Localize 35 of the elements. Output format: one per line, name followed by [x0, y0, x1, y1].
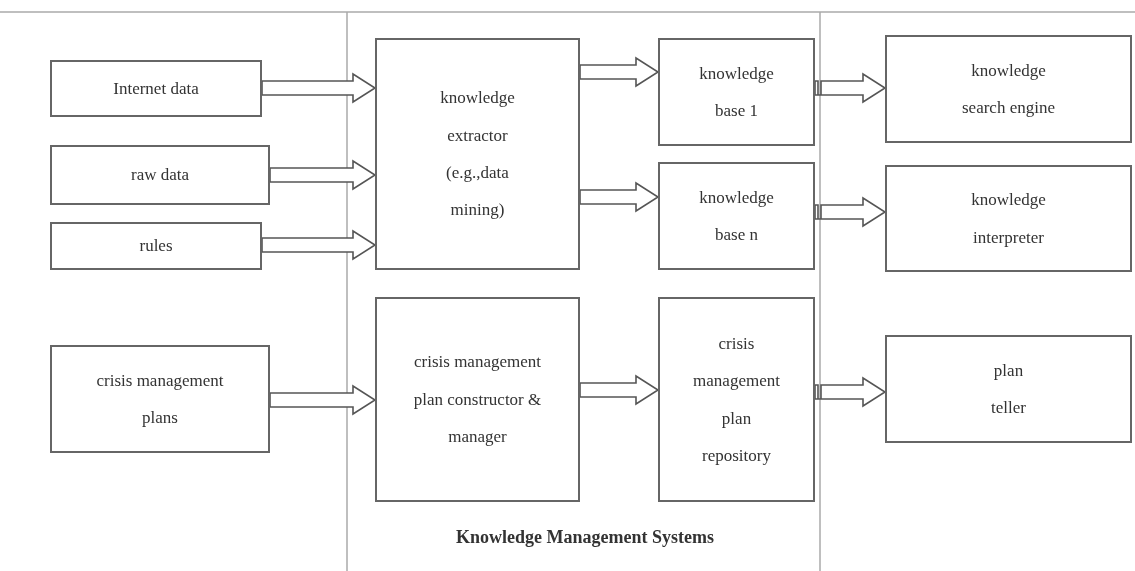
node-label: crisis management plans	[95, 369, 225, 429]
process-box	[50, 222, 262, 270]
block-arrow	[814, 196, 887, 228]
node-label: crisis management plan repository	[692, 332, 781, 467]
block-arrow	[261, 229, 377, 261]
process-box	[50, 145, 270, 205]
node-label: rules	[138, 235, 174, 258]
node-label: crisis management plan constructor & manager	[412, 351, 543, 449]
block-arrow	[579, 181, 660, 213]
process-box	[658, 38, 815, 146]
block-arrow	[261, 72, 377, 104]
process-box	[885, 335, 1132, 443]
node-label: knowledge base n	[698, 186, 775, 246]
block-arrow	[814, 72, 887, 104]
block-arrow	[579, 374, 660, 406]
node-label: knowledge base 1	[698, 62, 775, 122]
process-box	[885, 35, 1132, 143]
node-label: plan teller	[990, 359, 1027, 419]
caption: Knowledge Management Systems	[455, 527, 715, 548]
process-box	[658, 297, 815, 502]
block-arrow	[269, 159, 377, 191]
block-arrow	[579, 56, 660, 88]
node-label: knowledge interpreter	[970, 189, 1047, 249]
node-label: raw data	[129, 164, 191, 187]
process-box	[50, 345, 270, 453]
node-label: Internet data	[112, 77, 200, 100]
process-box	[375, 297, 580, 502]
process-box	[50, 60, 262, 117]
block-arrow	[814, 376, 887, 408]
block-arrow	[269, 384, 377, 416]
process-box	[658, 162, 815, 270]
process-box	[375, 38, 580, 270]
node-label: knowledge search engine	[961, 59, 1056, 119]
process-box	[885, 165, 1132, 272]
node-label: knowledge extractor (e.g.,data mining)	[439, 87, 516, 222]
